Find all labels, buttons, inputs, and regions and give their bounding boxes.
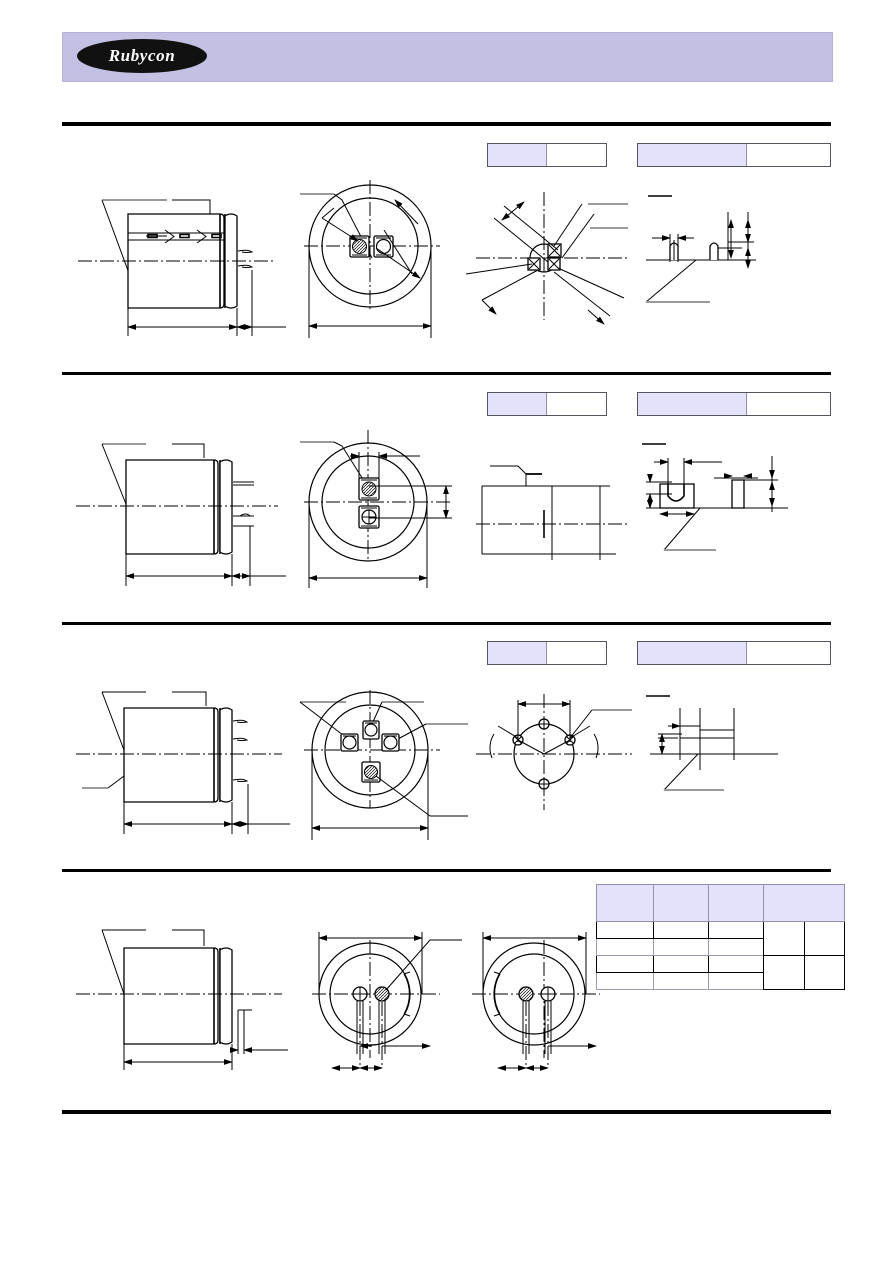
spec-label-1b-value [746, 144, 830, 166]
section-2-side-view [62, 428, 292, 598]
section-3-side-view [62, 688, 297, 856]
spec-label-1a-value [547, 144, 606, 166]
spec-label-2a-key [488, 393, 548, 415]
spec-label-2b-key [638, 393, 747, 415]
table-cell [708, 938, 764, 956]
section-1-terminal-pin-profile-detail [636, 190, 816, 320]
spec-label-3b [637, 641, 831, 665]
table-header-cell-3 [763, 884, 845, 922]
spec-label-2b-value [746, 393, 830, 415]
rubycon-oval-logo: Rubycon [77, 39, 207, 73]
table-cell [708, 955, 764, 973]
spec-label-3a-value [547, 642, 606, 664]
table-cell [763, 955, 805, 990]
spec-label-1b [637, 143, 831, 167]
section-1-terminal-detail-x-arrangement [462, 188, 642, 328]
table-header-row [596, 884, 845, 922]
table-cell [708, 921, 764, 939]
table-cell [653, 938, 709, 956]
section-4-side-view [62, 918, 297, 1083]
section-2-terminal-slot-profile-detail [638, 438, 813, 573]
spec-label-3b-value [746, 642, 830, 664]
table-cell [763, 921, 805, 956]
table-row [596, 938, 845, 956]
spec-label-3a [487, 641, 607, 665]
brand-name: Rubycon [108, 46, 176, 65]
table-header-cell-2 [708, 884, 764, 922]
spec-label-1b-key [638, 144, 747, 166]
section-4-bottom-view-left-snap-in [312, 928, 462, 1093]
table-cell [653, 972, 709, 990]
spec-label-1a [487, 143, 607, 167]
table-cell [596, 938, 654, 956]
rule-section-2-3 [62, 622, 831, 625]
section-3-top-view-four-terminal [299, 688, 475, 856]
section-3-terminal-step-profile-detail [638, 690, 813, 820]
spec-label-1a-key [488, 144, 548, 166]
spec-label-2a [487, 392, 607, 416]
section-1-side-view [62, 178, 292, 348]
section-3-terminal-pitch-angle-detail [472, 690, 637, 825]
section-4-bottom-view-right-snap-in [472, 928, 602, 1093]
table-cell [708, 972, 764, 990]
rule-section-1-2 [62, 372, 831, 375]
table-cell [803, 921, 845, 956]
rule-top [62, 122, 831, 126]
dimension-table [596, 884, 845, 990]
table-cell [596, 921, 654, 939]
table-header-cell-1 [653, 884, 709, 922]
table-cell [653, 955, 709, 973]
table-cell [596, 972, 654, 990]
rule-section-3-4 [62, 869, 831, 872]
table-cell [596, 955, 654, 973]
spec-label-2a-value [547, 393, 606, 415]
page-header-banner: Rubycon [62, 32, 833, 82]
table-row [596, 972, 845, 990]
table-row [596, 921, 845, 956]
spec-label-3b-key [638, 642, 747, 664]
table-header-cell-0 [596, 884, 654, 922]
spec-label-3a-key [488, 642, 548, 664]
table-row [596, 955, 845, 990]
section-2-top-view-vertical-pair [300, 428, 475, 598]
spec-label-2b [637, 392, 831, 416]
rule-bottom [62, 1110, 831, 1114]
section-2-terminal-tab-detail [470, 440, 640, 580]
section-1-top-view-two-terminal [300, 178, 465, 348]
table-cell [803, 955, 845, 990]
table-cell [653, 921, 709, 939]
